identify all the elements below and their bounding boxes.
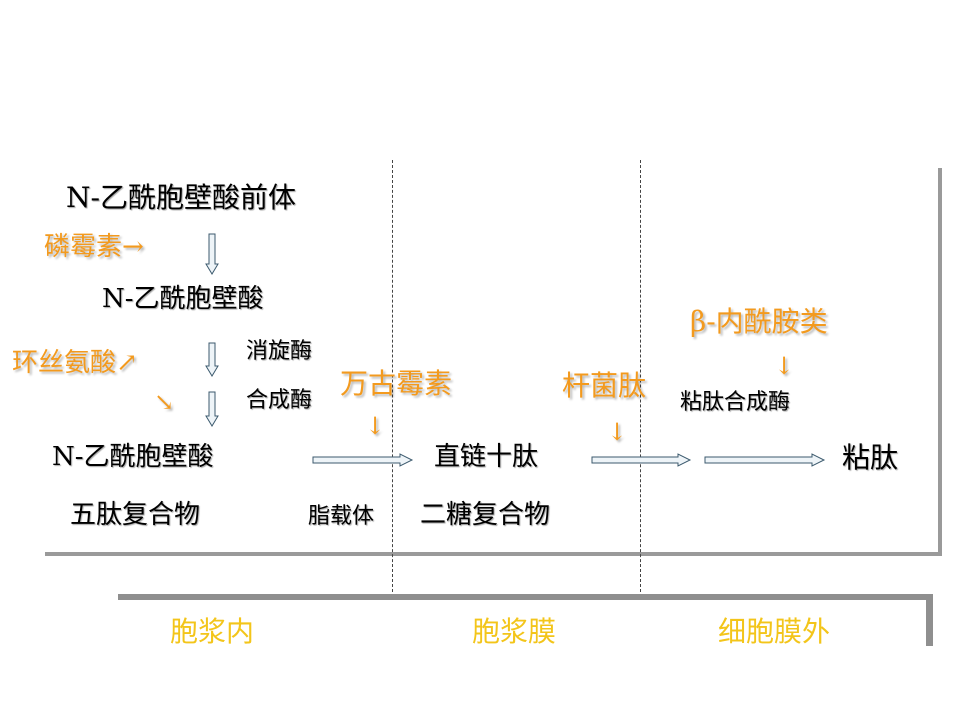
frame-bottom-shadow	[45, 552, 942, 556]
node-disaccharide-complex: 二糖复合物	[420, 500, 551, 530]
down-arrow-racemase	[205, 342, 219, 377]
bacitracin-arrow-icon: ↓	[607, 418, 628, 446]
region-bar-end	[926, 594, 933, 646]
enzyme-racemase: 消旋酶	[246, 339, 313, 364]
cycloserine-arrow-icon: ↘	[154, 388, 175, 416]
node-n-acetylmuramic-acid: N-乙酰胞壁酸	[102, 284, 264, 314]
divider-cytoplasm-membrane	[392, 160, 393, 592]
node-pentapeptide-line1: N-乙酰胞壁酸	[52, 442, 214, 472]
frame-right-shadow	[938, 168, 942, 556]
down-arrow-synthetase	[205, 391, 219, 427]
node-pentapeptide-line2: 五肽复合物	[70, 500, 201, 530]
node-precursor: N-乙酰胞壁酸前体	[66, 181, 296, 214]
enzyme-synthetase: 合成酶	[246, 388, 313, 413]
right-arrow-to-outside-1	[591, 453, 692, 467]
region-bar	[118, 594, 932, 600]
vancomycin-arrow-icon: ↓	[365, 412, 386, 440]
antibiotic-bacitracin: 杆菌肽	[562, 369, 647, 402]
antibiotic-fosfomycin: 磷霉素→	[44, 232, 144, 262]
down-arrow-fosfomycin	[205, 233, 219, 275]
region-outside: 细胞膜外	[718, 615, 831, 648]
antibiotic-vancomycin: 万古霉素	[340, 367, 453, 400]
right-arrow-to-membrane	[312, 453, 414, 467]
label-lipid-carrier: 脂载体	[308, 504, 375, 529]
divider-membrane-outside	[640, 160, 641, 592]
beta-lactam-arrow-icon: ↓	[774, 352, 795, 380]
node-peptidoglycan: 粘肽	[842, 441, 899, 474]
right-arrow-to-outside-2	[704, 453, 826, 467]
antibiotic-cycloserine: 环丝氨酸↗	[12, 348, 138, 378]
antibiotic-beta-lactam: β-内酰胺类	[690, 305, 828, 338]
enzyme-transpeptidase: 粘肽合成酶	[680, 390, 791, 415]
region-cytoplasm: 胞浆内	[170, 615, 255, 648]
node-linear-decapeptide: 直链十肽	[434, 442, 539, 472]
region-membrane: 胞浆膜	[472, 615, 557, 648]
